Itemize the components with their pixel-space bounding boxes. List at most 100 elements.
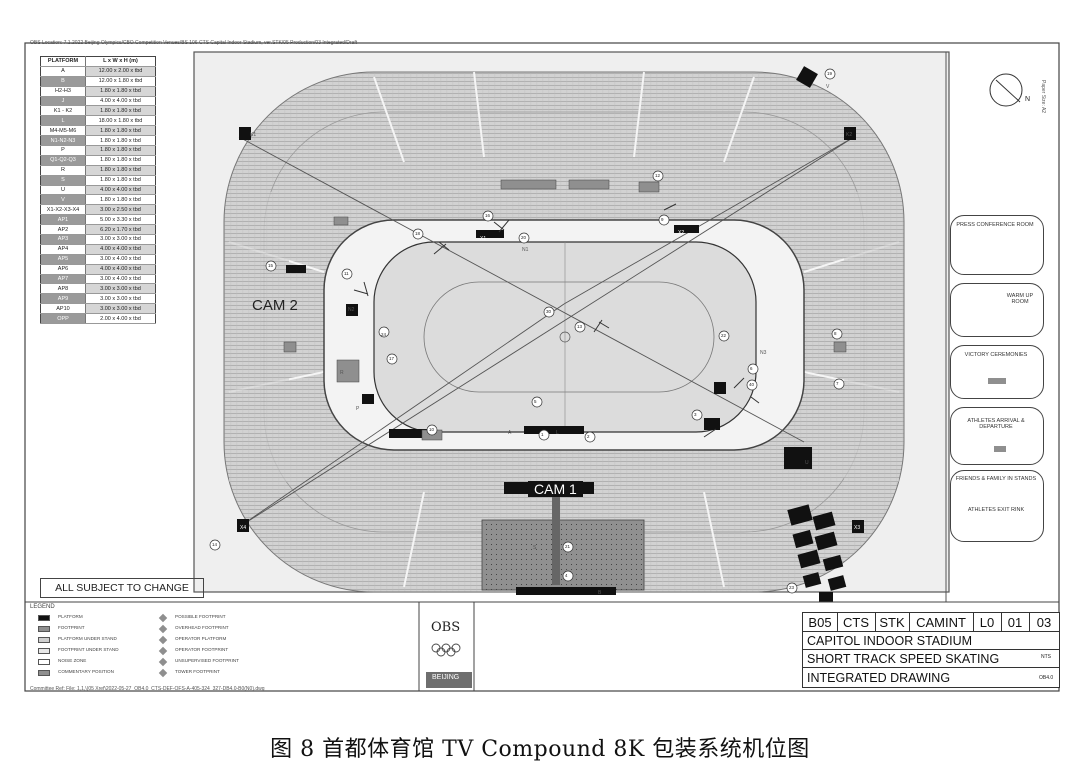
camera-number-marker: 14	[212, 542, 218, 547]
marker-n3: N3	[760, 350, 767, 356]
olympic-rings-logo	[431, 643, 461, 657]
platform-dimensions: 1.80 x 1.80 x tbd	[85, 194, 156, 206]
venue-name: CAPITOL INDOOR STADIUM	[803, 631, 1059, 650]
ap-cluster	[787, 504, 847, 602]
platform-k1	[239, 127, 251, 140]
scale-label: NTS	[1041, 654, 1051, 660]
camera-number-marker: 15	[268, 263, 274, 268]
title-block-code: 01	[1001, 613, 1030, 631]
platform-id: S	[40, 175, 86, 186]
platform-dimensions: 4.00 x 4.00 x tbd	[85, 264, 156, 275]
camera-number-marker: 16	[485, 213, 491, 218]
legend-item: NOISE ZONE	[58, 658, 87, 663]
marker-x4: X4	[240, 525, 247, 531]
platform-dimensions: 3.00 x 3.00 x tbd	[85, 293, 156, 305]
platform-x2	[674, 225, 699, 233]
platform-id: A	[40, 66, 86, 77]
change-note: ALL SUBJECT TO CHANGE	[40, 578, 204, 598]
victory-panel	[950, 345, 1044, 399]
camera-number-marker: 19	[827, 71, 833, 76]
platform-dimensions: 6.20 x 1.70 x tbd	[85, 224, 156, 236]
platform-id: J	[40, 96, 86, 107]
camera-number-marker: 8	[834, 331, 837, 336]
marker-n1: N1	[522, 247, 529, 253]
platform-dimensions: 4.00 x 4.00 x tbd	[85, 185, 156, 196]
cam1-footprint	[481, 519, 645, 591]
platform-id: H2-H3	[40, 86, 86, 97]
platform-x4	[237, 519, 249, 532]
marker-s: S	[533, 545, 537, 551]
platform-id: R	[40, 165, 86, 176]
drawing-frame	[24, 42, 1060, 692]
platform-table-header: PLATFORM L x W x H (m)	[40, 56, 156, 67]
platform-id: N1-N2-N3	[40, 135, 86, 147]
marker-x1: X1	[480, 236, 487, 242]
platform-id: AP5	[40, 254, 86, 265]
platform-dimensions: 1.80 x 1.80 x tbd	[85, 175, 156, 186]
platform-dimensions: 3.00 x 3.00 x tbd	[85, 234, 156, 245]
marker-n2: N2	[348, 307, 355, 313]
platform-dimensions: 3.00 x 2.50 x tbd	[85, 204, 156, 216]
marker-p: P	[356, 406, 360, 412]
legend-swatch	[38, 637, 50, 643]
press-conference-title: PRESS CONFERENCE ROOM	[956, 222, 1034, 228]
platform-id: AP10	[40, 303, 86, 315]
legend-item: OVERHEAD FOOTPRINT	[175, 625, 229, 630]
legend-item: PLATFORM UNDER STAND	[58, 636, 117, 641]
title-block-code: B05	[803, 613, 838, 631]
camera-number-marker: 18	[415, 231, 421, 236]
marker-a: A	[508, 430, 512, 436]
legend-item: OPERATOR FOOTPRINT	[175, 647, 229, 652]
friends-title: FRIENDS & FAMILY IN STANDS	[955, 476, 1037, 482]
platform-dimensions: 3.00 x 4.00 x tbd	[85, 274, 156, 285]
platform-id: M4-M5-M6	[40, 125, 86, 137]
camera-number-marker: 17	[389, 356, 395, 361]
platform-id: X1-X2-X3-X4	[40, 204, 86, 216]
platform-id: K1 - K2	[40, 105, 86, 117]
sport-name: SHORT TRACK SPEED SKATING	[803, 649, 1059, 668]
platform-dimensions: 2.00 x 4.00 x tbd	[85, 313, 156, 325]
camera-number-marker: 13	[577, 324, 583, 329]
platform-id: U	[40, 185, 86, 196]
camera-number-marker: 3	[694, 412, 697, 417]
platform-l	[524, 426, 584, 434]
platform-dimensions: 1.80 x 1.80 x tbd	[85, 165, 156, 176]
camera-number-marker: 40	[749, 382, 755, 387]
camera-number-marker: 1	[541, 432, 544, 437]
platform-n	[346, 304, 358, 316]
platform-a	[389, 429, 429, 438]
platform-id: Q1-Q2-Q3	[40, 155, 86, 166]
platform-id: P	[40, 145, 86, 156]
camera-number-marker: 6	[750, 366, 753, 371]
camera-number-marker: 12	[655, 173, 661, 178]
athletes-title: ATHLETES ARRIVAL & DEPARTURE	[967, 418, 1025, 430]
platform-dimensions: 1.80 x 1.80 x tbd	[85, 155, 156, 166]
platform-id: AP1	[40, 214, 86, 226]
platform-dimensions: 3.00 x 4.00 x tbd	[85, 254, 156, 265]
platform-id: AP9	[40, 293, 86, 305]
marker-x3: X3	[854, 525, 861, 531]
camera-number-marker: 21	[565, 544, 571, 549]
platform-id: V	[40, 194, 86, 206]
camera-number-marker: 7	[836, 381, 839, 386]
platform-dimensions: 1.80 x 1.80 x tbd	[85, 135, 156, 147]
legend-swatch	[38, 659, 50, 665]
victory-title: VICTORY CEREMONIES	[964, 352, 1028, 358]
sight-lines	[238, 136, 855, 528]
title-block-code: STK	[875, 613, 910, 631]
platform-x3	[852, 520, 864, 533]
warmup-panel	[950, 283, 1044, 337]
platform-dimensions: 3.00 x 3.00 x tbd	[85, 283, 156, 295]
title-block-code: CTS	[837, 613, 876, 631]
